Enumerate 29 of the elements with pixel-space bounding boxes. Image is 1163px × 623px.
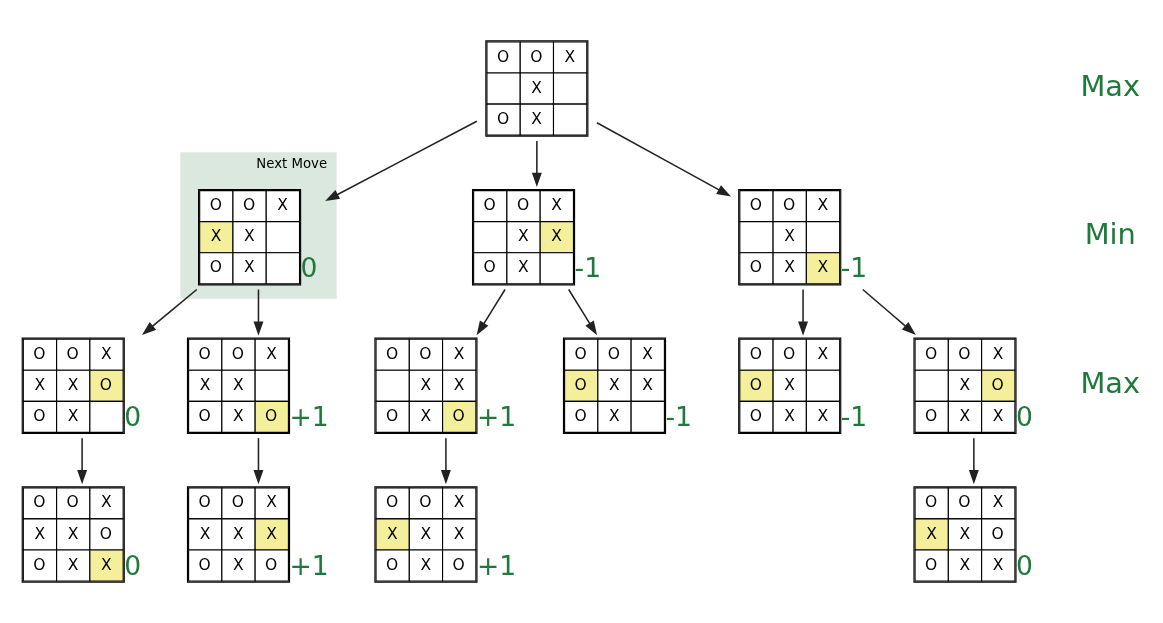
node-label: 0 [1016, 549, 1033, 581]
node-label: -1 [665, 400, 693, 432]
node-label: 0 [300, 252, 318, 284]
node-label: +1 [289, 549, 329, 581]
node-label: -1 [840, 400, 868, 432]
arrow [798, 288, 809, 336]
arrow [596, 121, 731, 197]
label: Max [1080, 68, 1141, 103]
arrow [77, 437, 88, 485]
arrow [440, 437, 451, 485]
arrow [141, 288, 198, 336]
node-label: -1 [840, 252, 868, 284]
arrow [531, 140, 542, 187]
node-label: 0 [124, 549, 142, 581]
node-label: -1 [574, 252, 602, 284]
node-label: +1 [476, 400, 517, 432]
arrow [253, 288, 264, 336]
arrow [567, 288, 598, 336]
arrow [862, 288, 916, 336]
arrow [325, 120, 478, 201]
node-label: +1 [289, 400, 329, 432]
label: Max [1080, 365, 1141, 400]
arrow [253, 437, 264, 485]
node-label: 0 [1016, 400, 1033, 432]
label: Min [1084, 217, 1136, 252]
arrow [476, 288, 506, 336]
arrow [968, 437, 979, 485]
node-label: 0 [124, 400, 142, 432]
node-label: +1 [476, 549, 517, 581]
